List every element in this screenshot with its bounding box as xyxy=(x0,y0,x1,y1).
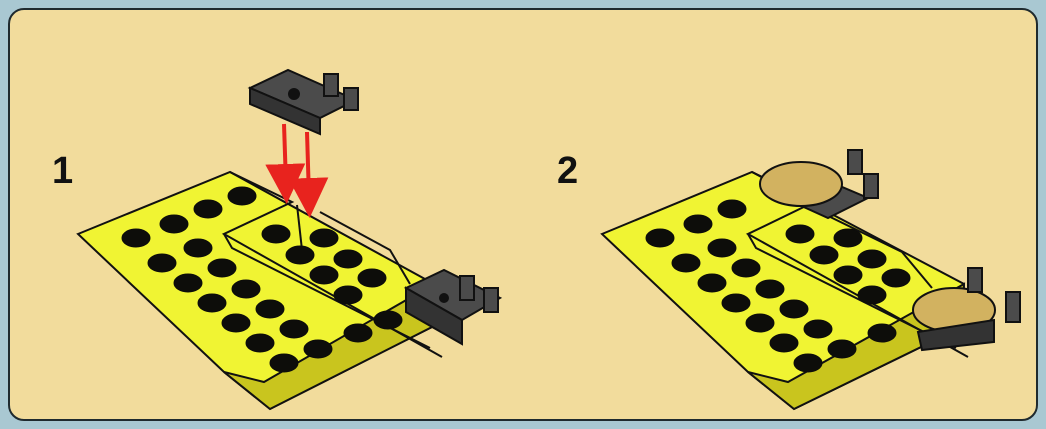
instruction-panel: 1 2 xyxy=(8,8,1038,421)
step-2-assembly xyxy=(602,150,1020,409)
instruction-artwork xyxy=(10,10,1038,421)
step-2-base-plate xyxy=(602,172,968,409)
step-1-hinge-plate-floating xyxy=(250,70,358,134)
down-arrow-icon xyxy=(284,124,309,198)
step-1-assembly xyxy=(78,70,500,409)
